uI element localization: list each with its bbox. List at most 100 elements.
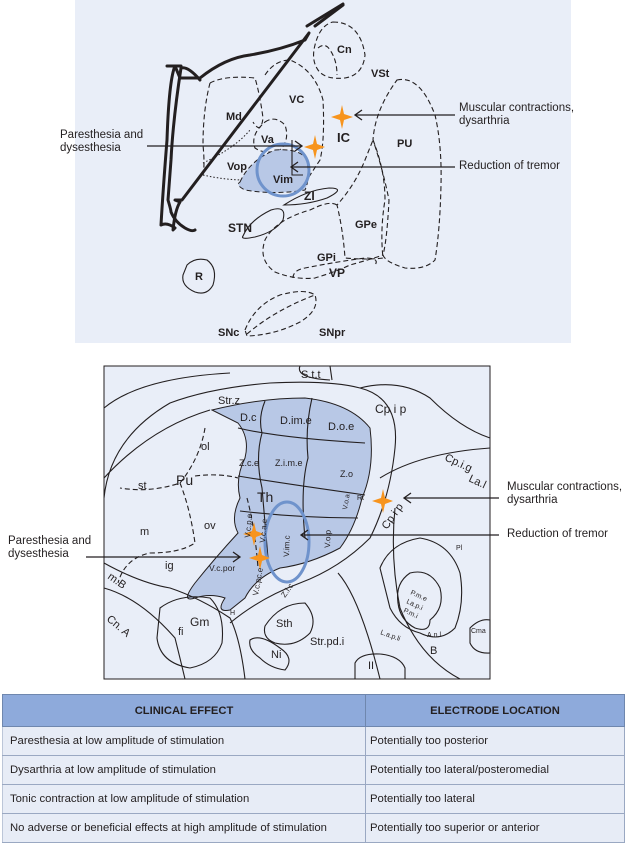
label-ic: IC [337, 130, 351, 145]
label-pu: Pu [176, 472, 193, 488]
star-icon [372, 489, 393, 513]
label-m: m [140, 526, 149, 538]
region-cn [312, 21, 366, 79]
annotation-text: dysarthria [459, 115, 510, 127]
annotation-text: Muscular contractions, [507, 481, 623, 493]
label-r: R [195, 271, 203, 283]
cell-clinical-effect: Paresthesia at low amplitude of stimulat… [2, 726, 366, 756]
label-snc: SNc [218, 327, 239, 339]
label-b: B [430, 645, 437, 657]
label-stt: S.t.t [301, 369, 321, 381]
arrow-paresthesia [147, 140, 304, 152]
label-gpe: GPe [355, 219, 377, 231]
star-icon [304, 135, 325, 159]
label-anl: A.n.l [427, 632, 441, 639]
label-doe: D.o.e [328, 421, 354, 433]
annotation-paresthesia-bottom: Paresthesia and dysesthesia [8, 535, 91, 561]
region-vim-fill [237, 149, 309, 193]
label-zime: Z.i.m.e [275, 458, 303, 468]
cell-electrode-location: Potentially too lateral [365, 784, 625, 814]
header-electrode-location: ELECTRODE LOCATION [365, 694, 625, 727]
label-ol: ol [201, 441, 210, 453]
annotation-tremor-top: Reduction of tremor [459, 160, 560, 172]
label-vop: Vop [227, 161, 247, 173]
label-vcpe: V.c.p.e [243, 513, 254, 538]
thalamus-schematic-top: Cn VSt VC Md Va Vop Vim IC PU ZI STN GPe… [75, 0, 571, 343]
arrow-paresthesia [86, 551, 242, 563]
label-cpip-top: Cp i p [375, 402, 407, 416]
label-strpdi: Str.pd.i [310, 636, 344, 648]
star-icon [331, 105, 353, 129]
region-gpi [262, 202, 384, 279]
region-zi [282, 187, 339, 206]
label-h: H [230, 610, 235, 617]
cell-electrode-location: Potentially too superior or anterior [365, 813, 625, 843]
label-vst: VSt [371, 68, 390, 80]
region-sn [244, 290, 317, 337]
label-dime: D.im.e [280, 415, 312, 427]
label-vcae: V.c.a.e [258, 518, 269, 543]
label-snpr: SNpr [319, 327, 346, 339]
clinical-effect-table: CLINICAL EFFECT ELECTRODE LOCATION Pares… [2, 694, 625, 843]
label-voa: V.o.a [342, 494, 352, 511]
label-strz: Str.z [218, 395, 240, 407]
arrow-tremor [299, 529, 499, 541]
annotation-text: Paresthesia and [60, 129, 144, 141]
region-pu [372, 78, 442, 269]
star-icon [249, 546, 270, 570]
region-gm [156, 596, 224, 669]
table-row: No adverse or beneficial effects at high… [2, 813, 625, 843]
cell-clinical-effect: Tonic contraction at low amplitude of st… [2, 784, 366, 814]
label-zce: Z.c.e [239, 458, 259, 468]
annotation-text: dysesthesia [8, 548, 69, 560]
region-r [182, 258, 216, 294]
region-cma [469, 619, 491, 654]
cell-clinical-effect: Dysarthria at low amplitude of stimulati… [2, 755, 366, 785]
table-row: Dysarthria at low amplitude of stimulati… [2, 755, 625, 785]
label-cma: Cma [471, 628, 486, 635]
label-sth: Sth [276, 618, 293, 630]
label-zo: Z.o [340, 469, 353, 479]
annotation-text: Muscular contractions, [459, 102, 575, 114]
label-vc: VC [289, 94, 304, 106]
label-va: Va [261, 134, 275, 146]
annotation-text: dysarthria [507, 494, 558, 506]
table-header-row: CLINICAL EFFECT ELECTRODE LOCATION [2, 694, 625, 727]
label-pl: Pl [456, 545, 463, 552]
label-stn: STN [228, 221, 252, 235]
arrow-tremor [289, 161, 455, 173]
vim-target-ring [263, 500, 311, 584]
label-md: Md [226, 111, 242, 123]
label-gpi: GPi [317, 252, 336, 264]
panel-background [75, 0, 571, 343]
label-cn: Cn [337, 44, 352, 56]
annotation-muscular-bottom: Muscular contractions, dysarthria [507, 481, 622, 507]
annotation-text: dysesthesia [60, 142, 121, 154]
arrow-muscular [402, 492, 499, 504]
annotation-paresthesia-top: Paresthesia and dysesthesia [60, 129, 143, 155]
arrow-muscular [353, 109, 455, 121]
label-vop: V.o.p [323, 529, 333, 548]
region-vp [292, 257, 377, 279]
label-zi: ZI [304, 189, 315, 203]
label-fi: fi [178, 626, 184, 638]
cell-electrode-location: Potentially too lateral/posteromedial [365, 755, 625, 785]
region-pl [379, 537, 463, 638]
cell-clinical-effect: No adverse or beneficial effects at high… [2, 813, 366, 843]
label-ig: ig [165, 560, 174, 572]
annotation-text: Paresthesia and [8, 535, 92, 547]
label-ii: II [368, 660, 374, 672]
region-gpe [336, 138, 386, 260]
label-rt: Rt [357, 495, 364, 502]
label-ov: ov [204, 520, 216, 532]
label-st: st [138, 480, 147, 492]
label-gm: Gm [190, 615, 209, 629]
label-vimc: V.im.c [282, 535, 292, 557]
star-icon [243, 522, 264, 546]
table-row: Tonic contraction at low amplitude of st… [2, 784, 625, 814]
vim-target-ring [255, 142, 311, 198]
annotation-tremor-bottom: Reduction of tremor [507, 528, 608, 540]
thalamus-atlas-bottom: S.t.t Str.z Cp i p D.c D.im.e D.o.e ol Z… [86, 365, 499, 680]
label-dc: D.c [240, 412, 257, 424]
label-th: Th [257, 489, 273, 505]
